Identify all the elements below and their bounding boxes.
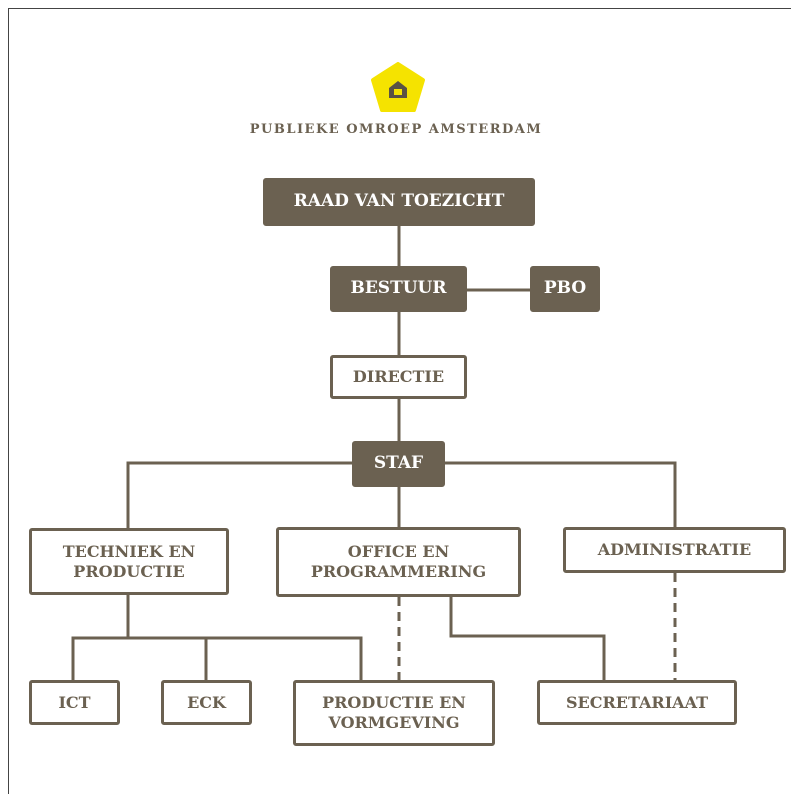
node-office-en-programmering: OFFICE EN PROGRAMMERING [276,527,521,597]
node-techniek-en-productie: TECHNIEK EN PRODUCTIE [29,528,229,595]
node-office-line-2: PROGRAMMERING [310,562,487,581]
node-raad-van-toezicht: RAAD VAN TOEZICHT [263,178,535,226]
node-administratie: ADMINISTRATIE [563,527,786,573]
line-office-secretariaat [449,595,606,680]
node-techniek-line-1: TECHNIEK EN [62,541,196,561]
node-directie: DIRECTIE [330,355,467,399]
node-office-line-1: OFFICE EN [347,542,450,561]
node-pbo: PBO [530,266,600,312]
node-productie-line-2: VORMGEVING [328,713,460,732]
node-eck: ECK [161,680,252,725]
node-productie-en-vormgeving: PRODUCTIE EN VORMGEVING [293,680,495,746]
line-staf-techniek [126,461,352,529]
organization-name: PUBLIEKE OMROEP AMSTERDAM [249,122,543,137]
line-staf-administratie [445,461,677,527]
node-secretariaat: SECRETARIAAT [537,680,737,725]
node-bestuur: BESTUUR [330,266,467,312]
node-ict: ICT [29,680,120,725]
line-branch-productie [128,636,363,680]
node-techniek-line-2: PRODUCTIE [73,561,185,581]
house-pentagon-icon [371,62,425,112]
node-staf: STAF [352,441,445,487]
line-techniek-branch [71,595,130,680]
node-productie-line-1: PRODUCTIE EN [322,693,466,712]
image-frame [8,8,791,794]
logo [369,62,427,114]
